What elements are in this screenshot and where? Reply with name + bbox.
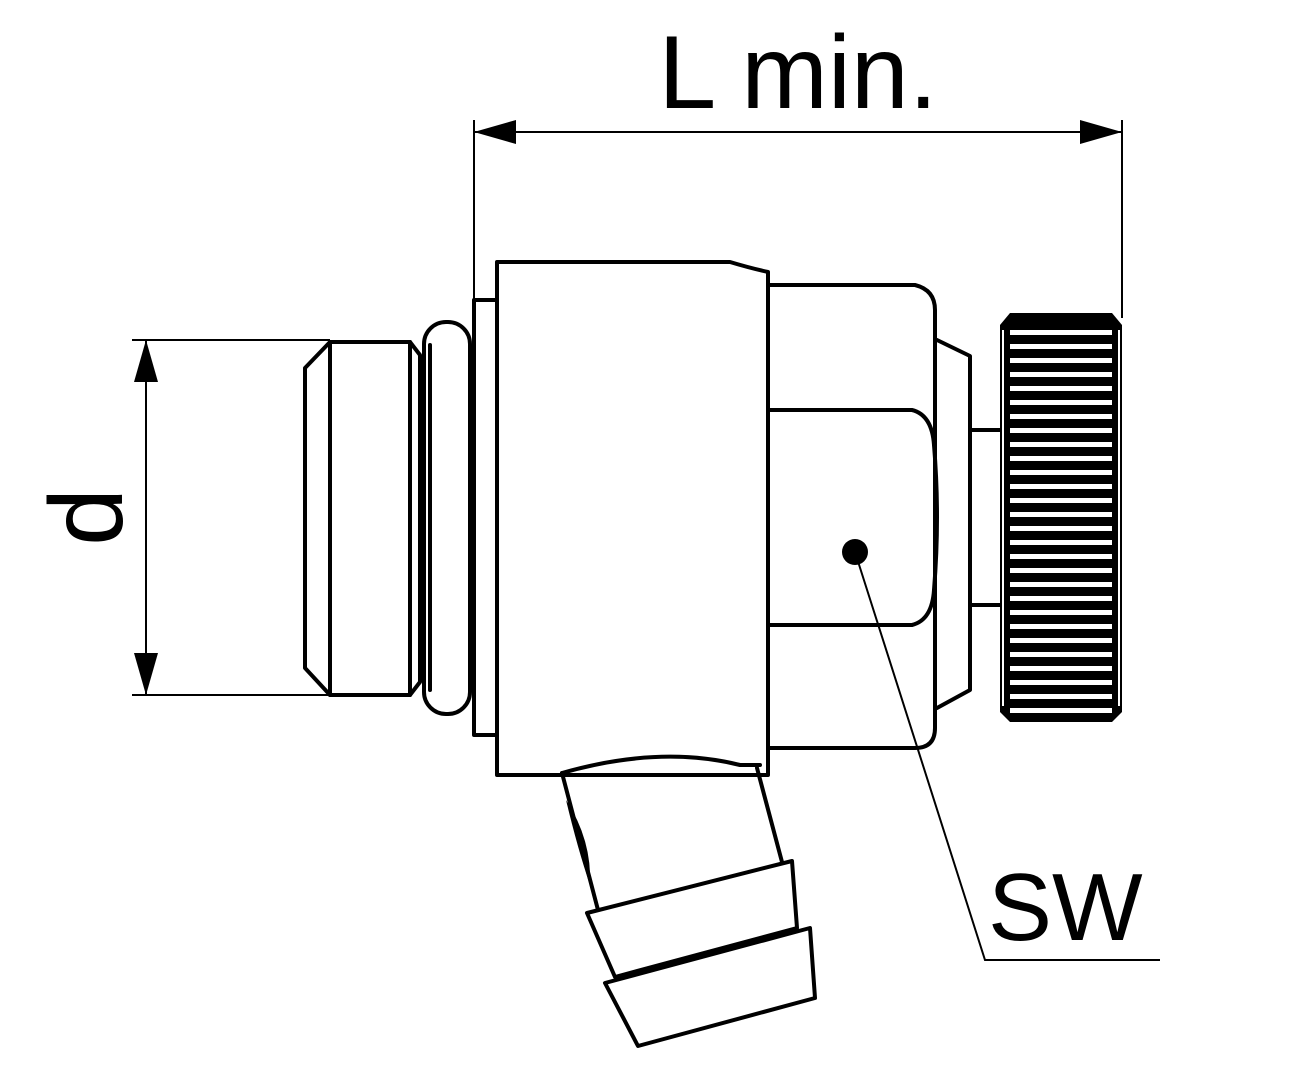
main-body bbox=[495, 260, 770, 777]
knurl-ridge bbox=[1010, 638, 1112, 643]
knurl-ridge bbox=[1010, 610, 1112, 615]
knurl-ridge bbox=[1010, 428, 1112, 433]
knurl-ridge bbox=[1010, 372, 1112, 377]
arrow-up-icon bbox=[134, 340, 158, 382]
diameter-label: d bbox=[29, 488, 145, 546]
knurl-ridge bbox=[1010, 624, 1112, 629]
knurl-ridge bbox=[1010, 694, 1112, 699]
knurl-ridge bbox=[1010, 330, 1112, 335]
hose-spout bbox=[560, 754, 817, 1048]
o-ring bbox=[422, 320, 472, 716]
knurl-ridge bbox=[1010, 554, 1112, 559]
knurl-ridge bbox=[1010, 470, 1112, 475]
knurl-ridge bbox=[1010, 358, 1112, 363]
stem bbox=[968, 428, 1002, 607]
knurled-knob bbox=[1000, 313, 1122, 722]
knurl-ridge bbox=[1010, 386, 1112, 391]
hex-nut bbox=[766, 283, 939, 750]
knurl-ridge bbox=[1010, 582, 1112, 587]
knurl-ridge bbox=[1010, 442, 1112, 447]
knurl-ridge bbox=[1010, 596, 1112, 601]
knurl-ridge bbox=[1010, 568, 1112, 573]
knurl-ridge bbox=[1010, 400, 1112, 405]
knurl-ridge bbox=[1010, 456, 1112, 461]
arrow-down-icon bbox=[134, 653, 158, 695]
arrow-left-icon bbox=[474, 120, 516, 144]
knurl-ridge bbox=[1010, 680, 1112, 685]
knurl-ridge bbox=[1010, 708, 1112, 713]
knurl-ridge bbox=[1010, 484, 1112, 489]
length-dimension: L min. bbox=[473, 15, 1123, 318]
wrench-size-label: SW bbox=[988, 854, 1143, 961]
knurl-ridge bbox=[1010, 540, 1112, 545]
pipe-end bbox=[303, 340, 422, 697]
collar bbox=[935, 338, 972, 710]
knurl-ridge bbox=[1010, 498, 1112, 503]
arrow-right-icon bbox=[1080, 120, 1122, 144]
flange bbox=[472, 298, 499, 737]
length-label: L min. bbox=[658, 15, 937, 131]
knurl-ridge bbox=[1010, 512, 1112, 517]
knurl-ridge bbox=[1010, 526, 1112, 531]
sw-leader-line bbox=[854, 551, 1160, 961]
knurl-ridge bbox=[1010, 666, 1112, 671]
diameter-dimension: d bbox=[29, 339, 330, 696]
knurl-ridge bbox=[1010, 344, 1112, 349]
knurl-ridge bbox=[1010, 652, 1112, 657]
knurl-ridge bbox=[1010, 414, 1112, 419]
